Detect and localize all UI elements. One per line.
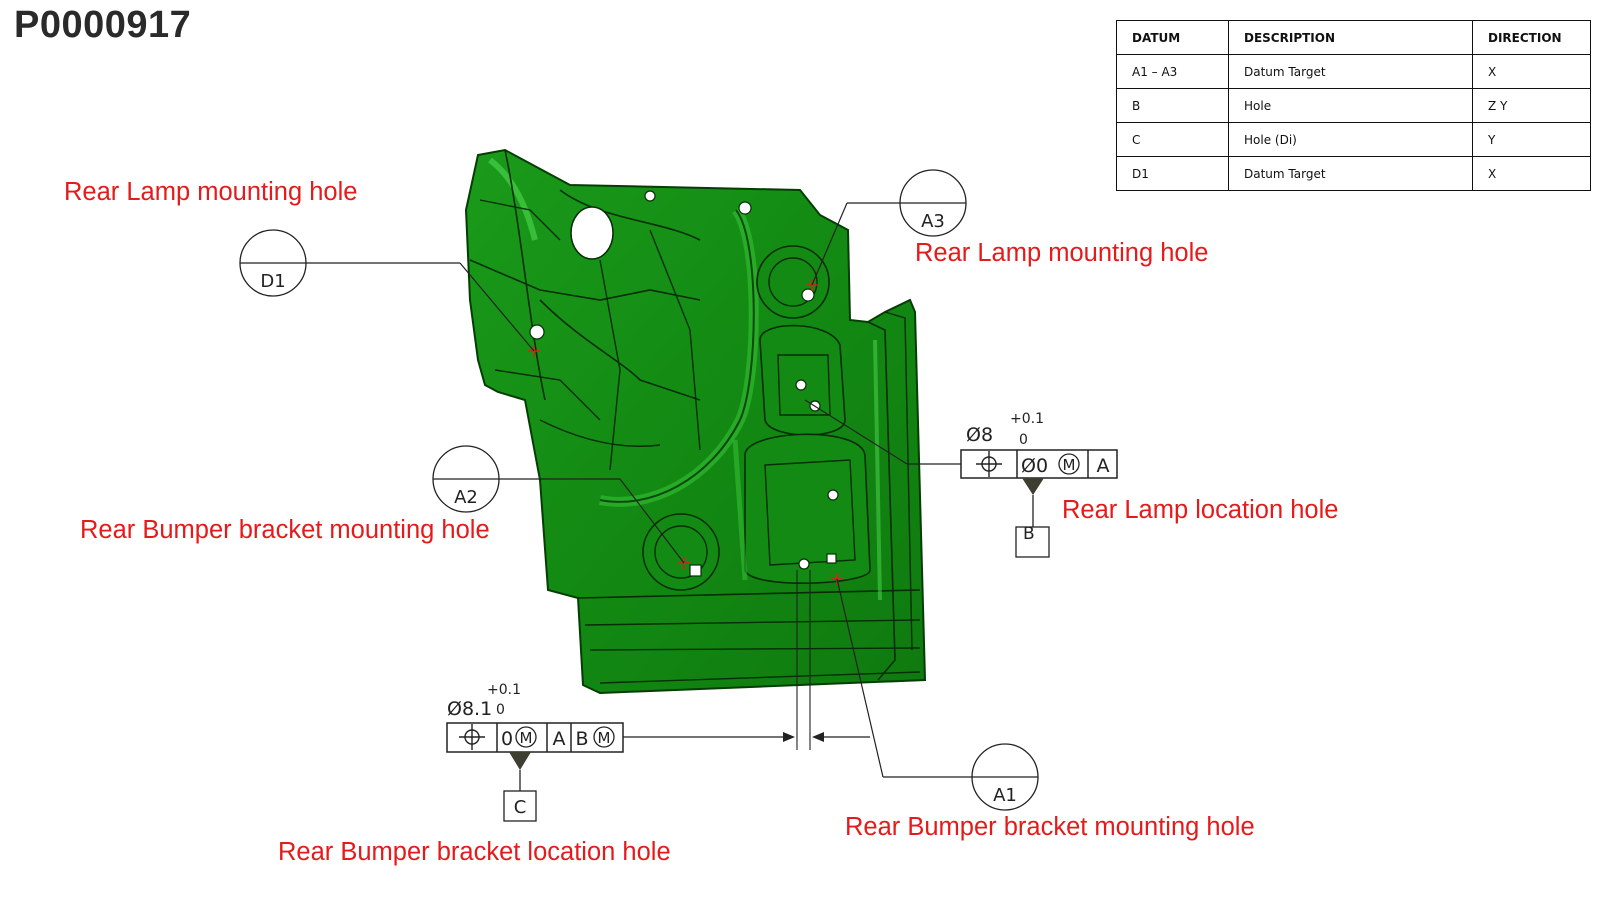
fcf-c-tol-minus: 0 <box>496 702 505 718</box>
datum-feature-c: C <box>514 797 527 818</box>
table-header-cell: DIRECTION <box>1472 20 1591 55</box>
table-header-cell: DATUM <box>1116 20 1229 55</box>
table-cell: Datum Target <box>1228 156 1473 191</box>
label-a3-rear-lamp-mounting-hole: Rear Lamp mounting hole <box>915 239 1209 267</box>
table-row: C Hole (Di) Y <box>1116 122 1591 157</box>
datum-target-a2: A2 <box>432 445 685 564</box>
table-cell: Datum Target <box>1228 54 1473 89</box>
label-c-rear-bumper-bracket-location-hole: Rear Bumper bracket location hole <box>278 838 671 866</box>
datum-target-a1-label: A1 <box>993 785 1017 806</box>
label-d1-rear-lamp-mounting-hole: Rear Lamp mounting hole <box>64 178 358 206</box>
fcf-b-modifier: M <box>1063 456 1076 474</box>
fcf-b-tolerance: Ø0 <box>1021 455 1048 477</box>
datum-target-d1: D1 <box>239 229 535 352</box>
datum-target-d1-label: D1 <box>260 271 285 292</box>
fcf-c-tolerance: 0 <box>501 728 513 750</box>
table-cell: X <box>1472 156 1591 191</box>
table-cell: X <box>1472 54 1591 89</box>
fcf-b-diameter: Ø8 <box>966 424 993 446</box>
label-a1-rear-bumper-bracket-mounting-hole: Rear Bumper bracket mounting hole <box>845 813 1255 841</box>
position-tolerance-icon <box>976 451 1002 477</box>
fcf-b-tol-plus: +0.1 <box>1010 411 1044 427</box>
table-row: B Hole Z Y <box>1116 88 1591 123</box>
table-header-cell: DESCRIPTION <box>1228 20 1473 55</box>
datum-table: DATUM DESCRIPTION DIRECTION A1 – A3 Datu… <box>1116 20 1591 191</box>
table-cell: B <box>1116 88 1229 123</box>
datum-target-a3: A3 <box>811 169 967 286</box>
datum-target-a3-label: A3 <box>921 211 945 232</box>
feature-control-frame-b: Ø8 +0.1 0 Ø0 M A B <box>804 399 1118 558</box>
datum-feature-b: B <box>1023 524 1035 544</box>
leader-line <box>836 578 884 778</box>
label-b-rear-lamp-location-hole: Rear Lamp location hole <box>1062 496 1339 524</box>
fcf-c-diameter: Ø8.1 <box>447 698 492 720</box>
leader-line <box>804 399 908 465</box>
table-header-row: DATUM DESCRIPTION DIRECTION <box>1116 20 1591 55</box>
leader-line <box>619 478 685 564</box>
fcf-b-datum-ref: A <box>1097 455 1110 477</box>
fcf-c-tol-plus: +0.1 <box>487 682 521 698</box>
table-cell: C <box>1116 122 1229 157</box>
part-number: P0000917 <box>14 4 192 46</box>
fcf-c-datum-ref-2: B <box>575 728 588 750</box>
fcf-c-datum-ref-1: A <box>553 728 566 750</box>
table-row: A1 – A3 Datum Target X <box>1116 54 1591 89</box>
bracket-part <box>464 148 927 695</box>
table-cell: Y <box>1472 122 1591 157</box>
datum-target-a2-label: A2 <box>454 487 478 508</box>
position-tolerance-icon <box>459 724 485 750</box>
datum-target-a1: A1 <box>836 578 1039 811</box>
leader-line <box>811 202 848 286</box>
fcf-c-modifier: M <box>520 729 533 747</box>
label-a2-rear-bumper-bracket-mounting-hole: Rear Bumper bracket mounting hole <box>80 516 490 544</box>
table-row: D1 Datum Target X <box>1116 156 1591 191</box>
feature-control-frame-c: Ø8.1 +0.1 0 0 M A B M C <box>446 570 870 822</box>
leader-line <box>459 262 535 352</box>
fcf-b-tol-minus: 0 <box>1019 432 1028 448</box>
fcf-c-datum-ref-2-modifier: M <box>598 729 611 747</box>
table-cell: Hole <box>1228 88 1473 123</box>
